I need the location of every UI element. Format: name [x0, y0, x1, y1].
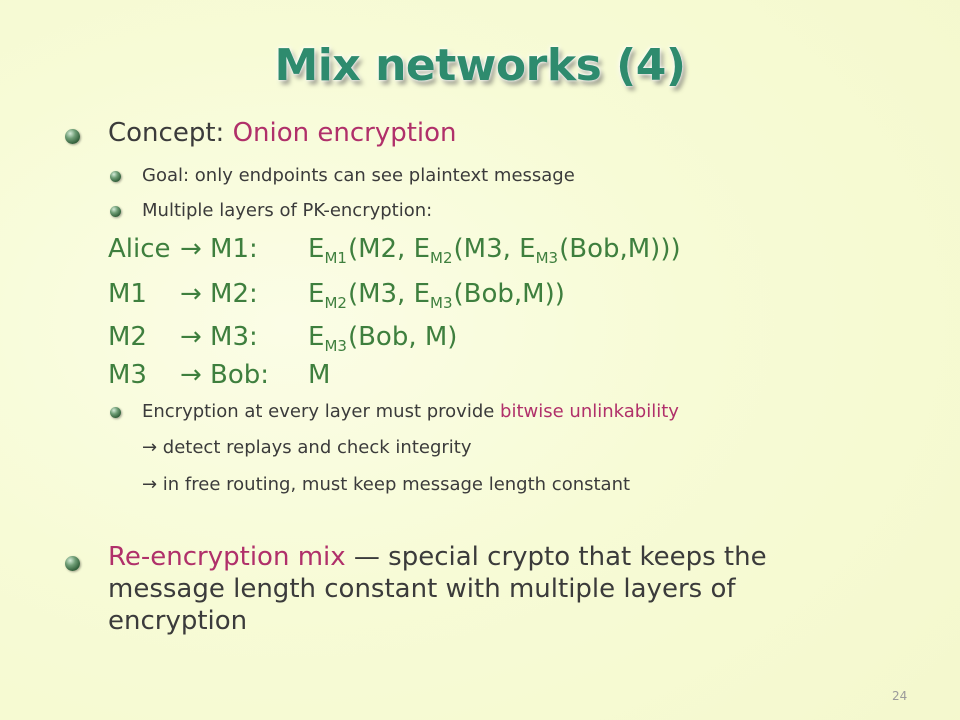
- page-number: 24: [892, 689, 908, 703]
- free-routing-text: → in free routing, must keep message len…: [142, 474, 631, 495]
- concept-line: Concept: Onion encryption: [108, 118, 457, 148]
- bitwise-unlinkability: bitwise unlinkability: [500, 401, 679, 422]
- sub-bullet-icon: [110, 171, 121, 182]
- reencryption-line-1: Re-encryption mix — special crypto that …: [108, 542, 767, 572]
- concept-label: Concept:: [108, 118, 225, 148]
- slide-title: Mix networks (4): [274, 40, 686, 91]
- goal-text: Goal: only endpoints can see plaintext m…: [142, 165, 575, 186]
- bullet-icon: [65, 129, 80, 144]
- encryption-line: Encryption at every layer must provide b…: [142, 401, 679, 422]
- sub-bullet-icon: [110, 206, 121, 217]
- layers-text: Multiple layers of PK-encryption:: [142, 200, 433, 221]
- reencryption-mix: Re-encryption mix: [108, 542, 346, 572]
- reencryption-line-2: message length constant with multiple la…: [108, 574, 736, 604]
- concept-value: Onion encryption: [232, 118, 457, 148]
- sub-bullet-icon: [110, 407, 121, 418]
- reencryption-line-3: encryption: [108, 606, 248, 636]
- detect-text: → detect replays and check integrity: [142, 437, 472, 458]
- bullet-icon: [65, 556, 80, 571]
